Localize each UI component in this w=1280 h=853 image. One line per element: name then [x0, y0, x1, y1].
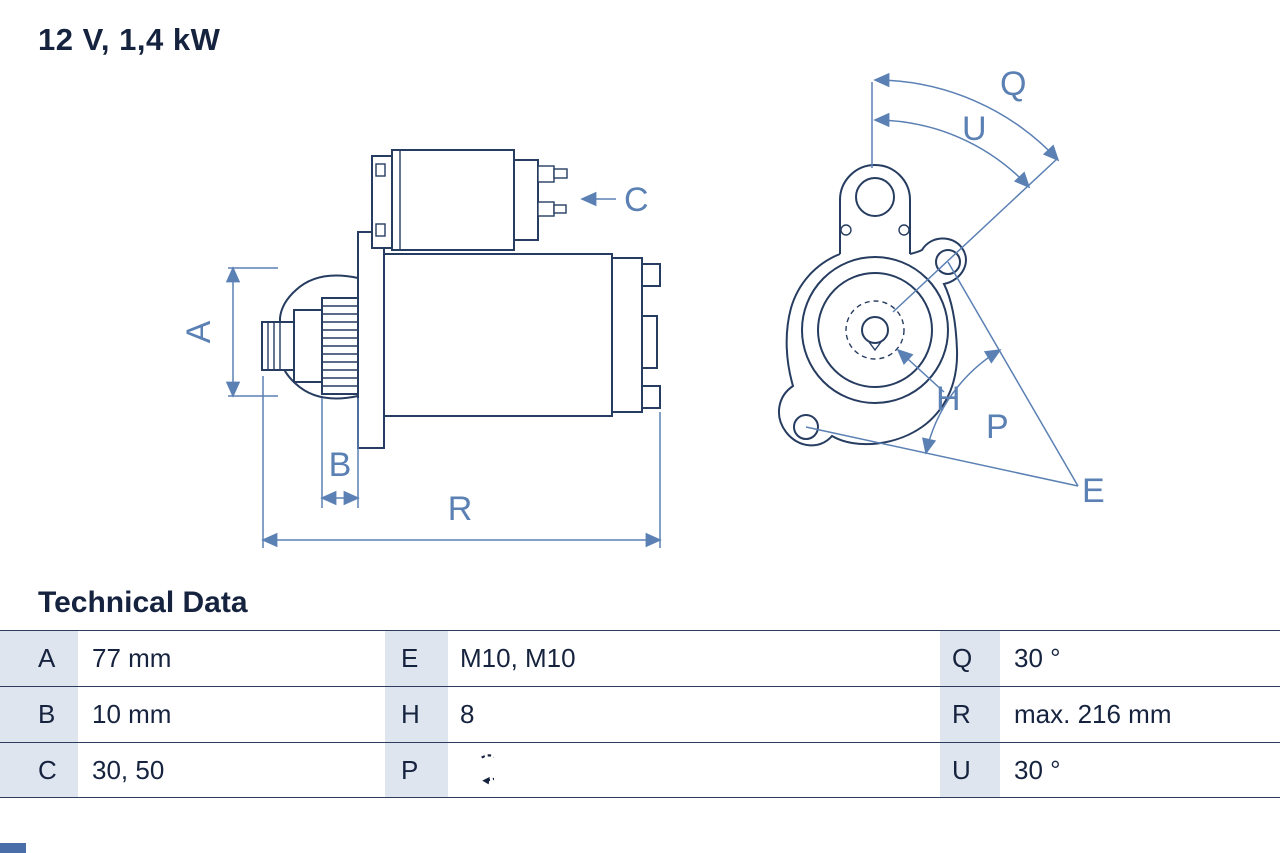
spec-value-h: 8: [460, 699, 475, 729]
dimension-u-label: U: [962, 110, 987, 148]
technical-data-heading: Technical Data: [38, 586, 248, 619]
spec-key-q: Q: [940, 631, 1000, 686]
table-row: B 10 mm H 8 R max. 216 mm: [0, 686, 1280, 742]
technical-data-table: A 77 mm E M10, M10 Q 30 ° B 10 mm H 8 R …: [0, 630, 1280, 798]
spec-key-c: C: [0, 743, 78, 797]
page-title: 12 V, 1,4 kW: [38, 22, 221, 57]
spec-value-u: 30 °: [1014, 754, 1061, 785]
spec-key-b: B: [0, 687, 78, 742]
spec-key-u: U: [940, 743, 1000, 797]
starter-motor-technical-drawing: A B R C: [180, 65, 1105, 548]
spec-key-p: P: [385, 743, 448, 797]
dimension-c-label: C: [624, 181, 649, 219]
dimension-q-u: Q U: [871, 65, 1060, 313]
dimension-p-label: P: [986, 408, 1009, 446]
rotation-ccw-icon: [479, 754, 494, 785]
spec-value-b: 10 mm: [92, 699, 172, 729]
spec-key-e: E: [385, 631, 448, 686]
dimension-p: P: [922, 349, 1009, 455]
table-row: C 30, 50 P U 30 °: [0, 742, 1280, 798]
dimension-c: C: [580, 181, 649, 219]
dimension-e-label: E: [1082, 472, 1105, 510]
spec-value-e: M10, M10: [460, 643, 576, 673]
dimension-b: B: [320, 398, 360, 508]
spec-value-r: max. 216 mm: [1014, 699, 1172, 729]
dimension-a: A: [180, 266, 278, 398]
spec-key-r: R: [940, 687, 1000, 742]
dimension-r-label: R: [448, 490, 473, 528]
dimension-e: E: [805, 261, 1105, 510]
dimension-r: R: [261, 376, 662, 548]
dimension-h: H: [896, 348, 961, 418]
dimension-q-label: Q: [1000, 65, 1026, 103]
spec-value-c: 30, 50: [92, 754, 165, 785]
partial-logo-mark: [0, 843, 26, 853]
dimension-h-label: H: [936, 380, 961, 418]
side-view-drawing: [261, 149, 661, 449]
spec-key-a: A: [0, 631, 78, 686]
dimension-a-label: A: [180, 320, 218, 343]
dimension-b-label: B: [329, 446, 352, 484]
table-row: A 77 mm E M10, M10 Q 30 °: [0, 630, 1280, 686]
spec-value-p: [448, 743, 940, 797]
spec-key-h: H: [385, 687, 448, 742]
spec-value-q: 30 °: [1014, 643, 1061, 673]
spec-value-a: 77 mm: [92, 643, 172, 673]
